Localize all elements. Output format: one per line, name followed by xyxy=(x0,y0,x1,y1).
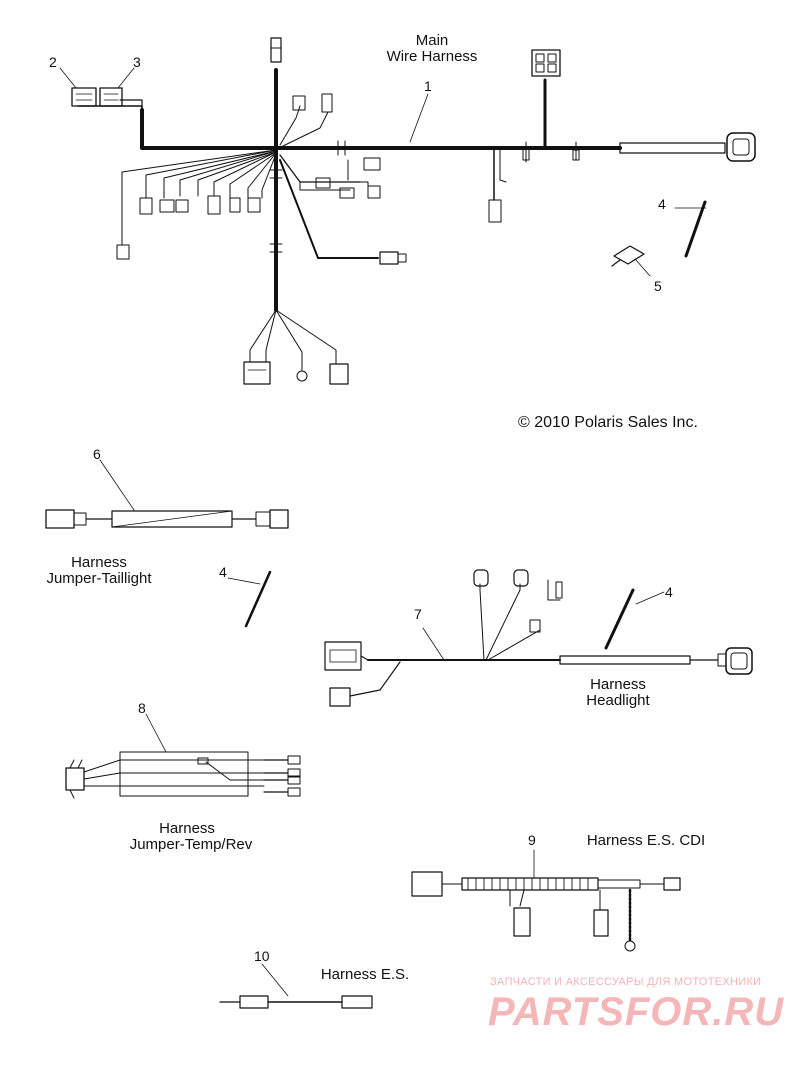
taillight-jumper-harness xyxy=(45,509,289,529)
part-4-tie-middle xyxy=(244,570,272,628)
callout-4-headlight: 4 xyxy=(665,584,673,600)
callout-9: 9 xyxy=(528,832,536,848)
temprev-title-line2: Jumper-Temp/Rev xyxy=(129,836,253,853)
part-4-tie-top xyxy=(684,200,707,258)
callout-5: 5 xyxy=(654,278,662,294)
callout-8: 8 xyxy=(138,700,146,716)
watermark-tagline: ЗАПЧАСТИ И АКСЕССУАРЫ ДЛЯ МОТОТЕХНИКИ xyxy=(490,976,762,988)
callout-7: 7 xyxy=(414,606,422,622)
callout-3: 3 xyxy=(133,54,141,70)
headlight-harness xyxy=(324,569,753,707)
temp-rev-jumper-harness xyxy=(65,751,301,799)
es-cdi-title: Harness E.S. CDI xyxy=(586,832,706,849)
copyright-notice: © 2010 Polaris Sales Inc. xyxy=(518,414,698,431)
callout-4-middle: 4 xyxy=(219,564,227,580)
es-harness xyxy=(219,995,373,1009)
main-harness-title-line2: Wire Harness xyxy=(386,48,478,65)
es-title: Harness E.S. xyxy=(320,966,410,983)
main-wire-harness xyxy=(71,37,756,385)
callout-4-top: 4 xyxy=(658,196,666,212)
es-cdi-harness xyxy=(411,871,681,952)
part-5-clip xyxy=(611,245,645,267)
callout-6: 6 xyxy=(93,446,101,462)
part-4-tie-headlight xyxy=(604,588,635,650)
callout-10: 10 xyxy=(254,948,270,964)
main-harness-title-line1: Main xyxy=(415,32,449,49)
watermark-logo: PARTSFOR.RU xyxy=(488,990,785,1034)
callout-1: 1 xyxy=(424,78,432,94)
temprev-title-line1: Harness xyxy=(159,820,215,837)
headlight-title-line2: Headlight xyxy=(586,692,650,709)
callout-leaders xyxy=(59,67,707,997)
callout-2: 2 xyxy=(49,54,57,70)
taillight-title-line1: Harness xyxy=(71,554,127,571)
taillight-title-line2: Jumper-Taillight xyxy=(46,570,152,587)
headlight-title-line1: Harness xyxy=(590,676,646,693)
